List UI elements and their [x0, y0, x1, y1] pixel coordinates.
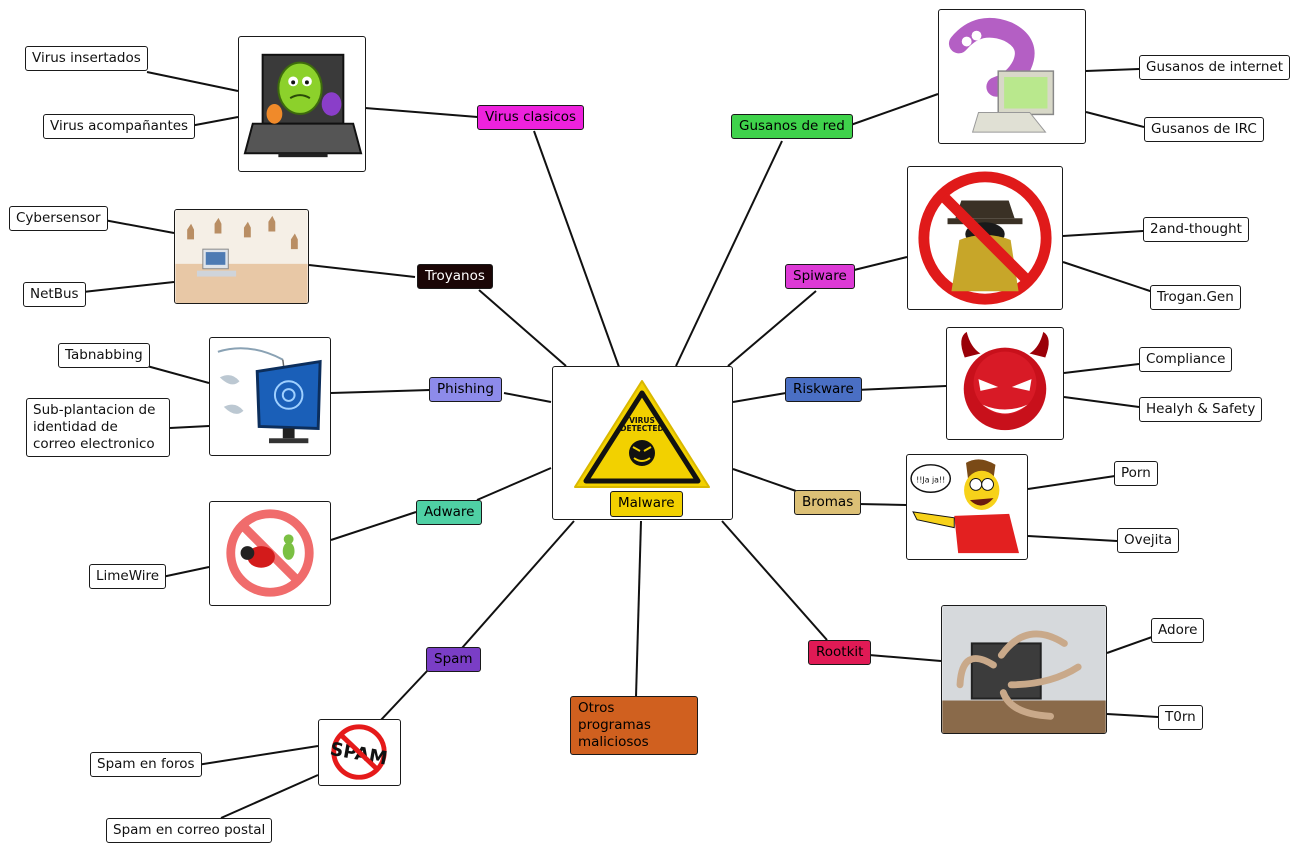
leaf-cybersensor[interactable]: Cybersensor [9, 206, 108, 231]
leaf-ovejita[interactable]: Ovejita [1117, 528, 1179, 553]
connector-line [1106, 713, 1159, 718]
connector-line [364, 107, 491, 119]
bromas-image: !!Ja ja!! [906, 454, 1028, 560]
category-riskware[interactable]: Riskware [785, 377, 862, 402]
connector-line [146, 365, 210, 384]
red-devil-face-icon [961, 331, 1049, 431]
connector-line [533, 130, 620, 368]
connector-line [1027, 475, 1116, 490]
category-adware[interactable]: Adware [416, 500, 483, 525]
connector-line [146, 71, 239, 92]
category-spiware[interactable]: Spiware [785, 264, 855, 289]
connector-line [478, 289, 567, 367]
sign-text-1: VIRUS [629, 416, 655, 425]
leaf-adore[interactable]: Adore [1151, 618, 1205, 643]
connector-line [727, 290, 817, 367]
spyware-image [907, 166, 1063, 310]
category-virus-clasicos[interactable]: Virus clasicos [477, 105, 585, 130]
leaf-compliance[interactable]: Compliance [1139, 347, 1233, 372]
leaf-tabnabbing[interactable]: Tabnabbing [58, 343, 150, 368]
leaf-limewire[interactable]: LimeWire [89, 564, 167, 589]
connector-line [721, 520, 828, 641]
connector-line [1062, 261, 1154, 293]
worm-computer-icon [948, 17, 1055, 133]
virus-warning-icon: VIRUS DETECTED [574, 380, 710, 488]
category-otros-programas[interactable]: Otros programas maliciosos [570, 696, 698, 755]
connector-line [635, 520, 642, 698]
spam-image: SPAM [318, 719, 401, 786]
hands-from-monitor-icon [942, 606, 1106, 733]
leaf-virus-insertados[interactable]: Virus insertados [25, 46, 148, 71]
connector-line [196, 745, 319, 766]
category-troyanos[interactable]: Troyanos [417, 264, 493, 289]
connector-line [849, 256, 908, 272]
connector-line [1085, 111, 1145, 128]
fishing-hook-monitor-icon [217, 347, 322, 444]
connector-line [1106, 636, 1153, 654]
connector-line [503, 392, 552, 403]
no-spam-sign-icon: SPAM [328, 724, 389, 780]
trojan-horses-icon [175, 210, 308, 303]
virus-monsters-icon [243, 53, 363, 158]
leaf-virus-acompanantes[interactable]: Virus acompañantes [43, 114, 196, 139]
connector-line [220, 774, 319, 819]
adware-image [209, 501, 331, 606]
rootkit-image [941, 605, 1107, 734]
connector-line [189, 116, 239, 127]
connector-line [675, 140, 783, 367]
category-gusanos-de-red[interactable]: Gusanos de red [731, 114, 853, 139]
sign-text-2: DETECTED [620, 424, 664, 433]
leaf-trogan-gen[interactable]: Trogan.Gen [1150, 285, 1241, 310]
riskware-image [946, 327, 1064, 440]
leaf-t0rn[interactable]: T0rn [1158, 705, 1203, 730]
bromas-speech-text: !!Ja ja!! [916, 475, 945, 484]
connector-line [1062, 230, 1144, 237]
connector-line [169, 425, 210, 429]
connector-line [82, 281, 175, 293]
laughing-cartoon-icon: !!Ja ja!! [910, 459, 1019, 554]
leaf-gusanos-de-irc[interactable]: Gusanos de IRC [1144, 117, 1264, 142]
connector-line [161, 566, 210, 578]
leaf-netbus[interactable]: NetBus [23, 282, 86, 307]
virus-monsters-image [238, 36, 366, 172]
connector-line [330, 511, 417, 541]
leaf-spam-en-correo-postal[interactable]: Spam en correo postal [106, 818, 273, 843]
connector-line [461, 520, 575, 649]
leaf-porn[interactable]: Porn [1114, 461, 1158, 486]
leaf-gusanos-de-internet[interactable]: Gusanos de internet [1139, 55, 1291, 80]
connector-line [1027, 535, 1118, 542]
leaf-2and-thought[interactable]: 2and-thought [1143, 217, 1249, 242]
connector-line [732, 392, 787, 403]
connector-line [868, 654, 942, 662]
leaf-sub-plantacion[interactable]: Sub-plantacion de identidad de correo el… [26, 398, 170, 457]
connector-line [379, 669, 429, 722]
connector-line [1063, 363, 1140, 374]
worm-image [938, 9, 1086, 144]
category-rootkit[interactable]: Rootkit [808, 640, 872, 665]
connector-line [732, 468, 797, 492]
category-spam[interactable]: Spam [426, 647, 481, 672]
leaf-spam-en-foros[interactable]: Spam en foros [90, 752, 202, 777]
connector-line [1063, 396, 1140, 408]
connector-line [857, 503, 907, 506]
leaf-healyh-safety[interactable]: Healyh & Safety [1139, 397, 1263, 422]
no-bugs-sign-icon [226, 509, 314, 597]
no-spy-sign-icon [918, 171, 1052, 305]
phishing-image [209, 337, 331, 456]
connector-line [330, 389, 431, 394]
connector-line [476, 467, 552, 501]
central-label[interactable]: Malware [610, 491, 683, 517]
central-node[interactable]: VIRUS DETECTED Malware [552, 366, 733, 520]
trojan-horses-image [174, 209, 309, 304]
connector-line [855, 385, 947, 391]
category-phishing[interactable]: Phishing [429, 377, 502, 402]
connector-line [1085, 68, 1140, 72]
connector-line [103, 219, 175, 234]
connector-line [308, 264, 416, 278]
category-bromas[interactable]: Bromas [794, 490, 862, 515]
connector-line [844, 93, 939, 128]
